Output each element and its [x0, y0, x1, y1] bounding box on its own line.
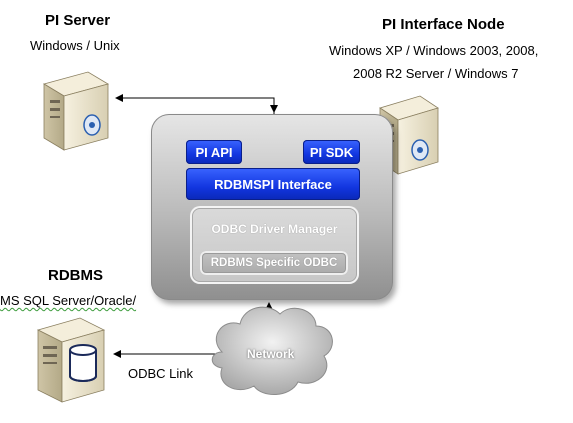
- pi-server-os-text: Windows / Unix: [30, 38, 120, 53]
- rdbms-subtitle: MS SQL Server/Oracle/: [0, 293, 137, 308]
- rdbmspi-interface-box: RDBMSPI Interface: [186, 168, 360, 200]
- network-cloud-icon: [211, 306, 333, 395]
- pi-api-box: PI API: [186, 140, 242, 164]
- rdbms-specific-odbc-box: [200, 251, 348, 275]
- rdbms-specific-odbc-label: RDBMS Specific ODBC: [210, 257, 338, 269]
- pi-server-computer-icon: [42, 71, 110, 151]
- interface-node-os-line1: Windows XP / Windows 2003, 2008,: [329, 43, 539, 58]
- rdbms-computer-icon: [36, 317, 106, 403]
- interface-node-title: PI Interface Node: [382, 16, 505, 33]
- pi-server-title: PI Server: [45, 12, 111, 29]
- odbc-driver-manager-label: ODBC Driver Manager: [211, 222, 338, 236]
- server-to-module-connector: [115, 94, 278, 114]
- odbc-link-label: ODBC Link: [128, 366, 194, 381]
- pi-server-os: Windows / Unix: [30, 38, 120, 53]
- pi-sdk-box: PI SDK: [303, 140, 360, 164]
- rdbms-title: RDBMS: [48, 267, 103, 284]
- interface-node-os-line2: 2008 R2 Server / Windows 7: [353, 66, 519, 81]
- network-label: Network: [247, 347, 295, 361]
